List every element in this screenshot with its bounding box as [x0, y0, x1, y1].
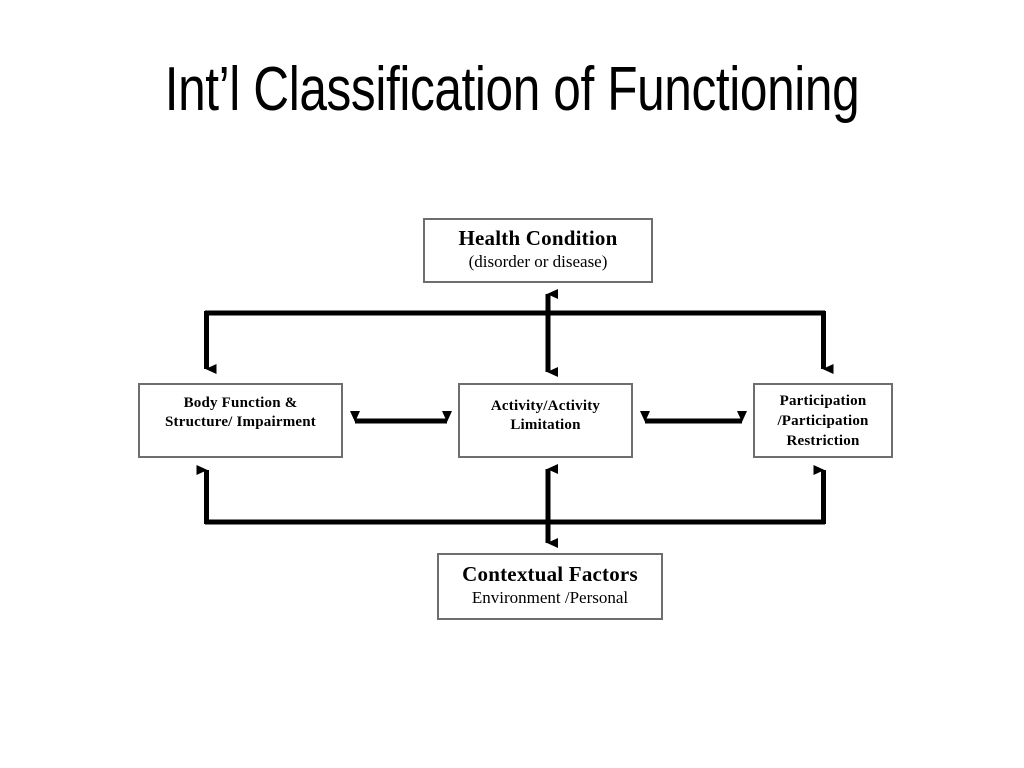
node-contextual-factors-subtitle: Environment /Personal: [471, 588, 629, 607]
node-activity-line2: Limitation: [510, 417, 581, 433]
node-contextual-factors[interactable]: Contextual Factors Environment /Personal: [437, 553, 663, 620]
connector-top-bus: [204, 310, 834, 374]
connector-bottom-bus: [196, 465, 826, 525]
node-activity[interactable]: Activity/Activity Limitation: [458, 383, 633, 458]
node-participation-line1: Participation: [779, 393, 867, 409]
node-body-function-line1: Body Function &: [183, 395, 298, 411]
node-participation-line2: /Participation: [777, 413, 869, 429]
page-title: Int’l Classification of Functioning: [164, 55, 860, 124]
node-contextual-factors-title: Contextual Factors: [462, 562, 638, 586]
node-activity-line1: Activity/Activity: [490, 398, 601, 414]
node-participation-line3: Restriction: [786, 433, 860, 449]
node-body-function[interactable]: Body Function & Structure/ Impairment: [138, 383, 343, 458]
node-health-condition-title: Health Condition: [458, 226, 618, 250]
node-participation[interactable]: Participation /Participation Restriction: [753, 383, 893, 458]
node-body-function-line2: Structure/ Impairment: [165, 414, 316, 430]
node-health-condition[interactable]: Health Condition (disorder or disease): [423, 218, 653, 283]
node-health-condition-subtitle: (disorder or disease): [468, 252, 608, 271]
